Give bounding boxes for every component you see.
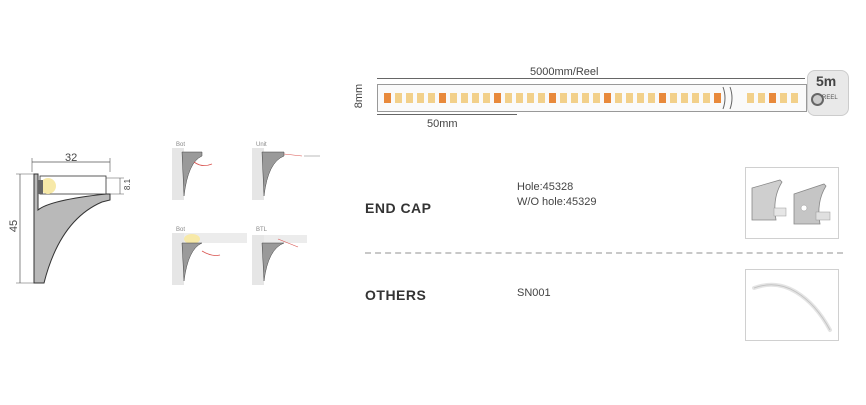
profile-height-label: 45 bbox=[8, 219, 21, 233]
led-chip bbox=[560, 93, 567, 103]
mount-view-2-label: Unit bbox=[256, 142, 267, 148]
led-chip bbox=[747, 93, 754, 103]
reel-badge-text: REEL bbox=[822, 95, 838, 101]
led-chip bbox=[604, 93, 611, 103]
reel-badge: 5m REEL bbox=[807, 70, 849, 116]
led-chip bbox=[494, 93, 501, 103]
mounting-views: Bot Unit Bot BTL bbox=[172, 140, 332, 290]
led-chip bbox=[637, 93, 644, 103]
led-chip bbox=[593, 93, 600, 103]
strip-break-mark bbox=[729, 86, 733, 110]
led-chip bbox=[428, 93, 435, 103]
end-cap-nohole-code: W/O hole:45329 bbox=[517, 196, 597, 208]
led-chip bbox=[571, 93, 578, 103]
led-chip bbox=[659, 93, 666, 103]
led-chip bbox=[472, 93, 479, 103]
end-cap-hole-code: Hole:45328 bbox=[517, 181, 574, 193]
mount-view-4-label: BTL bbox=[256, 227, 268, 233]
others-code: SN001 bbox=[517, 287, 551, 299]
led-chip bbox=[626, 93, 633, 103]
led-chip bbox=[505, 93, 512, 103]
others-title: OTHERS bbox=[365, 287, 427, 303]
end-cap-image bbox=[745, 167, 839, 239]
led-chip bbox=[527, 93, 534, 103]
mount-view-2: Unit bbox=[252, 140, 332, 200]
led-chip bbox=[615, 93, 622, 103]
led-chip bbox=[406, 93, 413, 103]
led-chip bbox=[703, 93, 710, 103]
others-image bbox=[745, 269, 839, 341]
end-cap-title: END CAP bbox=[365, 200, 432, 216]
led-chip bbox=[758, 93, 765, 103]
profile-width-label: 32 bbox=[65, 152, 78, 164]
led-chip bbox=[780, 93, 787, 103]
led-chip bbox=[549, 93, 556, 103]
mount-view-1-label: Bot bbox=[176, 142, 186, 148]
led-chip bbox=[450, 93, 457, 103]
led-strip-diagram: 5000mm/Reel 8mm 50mm 5m REEL bbox=[353, 62, 855, 132]
strip-break-mark bbox=[722, 86, 726, 110]
led-chip bbox=[395, 93, 402, 103]
led-chip bbox=[648, 93, 655, 103]
section-divider bbox=[365, 252, 843, 254]
mount-view-3-label: Bot bbox=[176, 227, 186, 233]
reel-badge-length: 5m bbox=[816, 73, 837, 89]
reel-icon bbox=[811, 93, 824, 106]
strip-segment-line bbox=[377, 114, 517, 115]
profile-small-label: 8.1 bbox=[123, 178, 133, 191]
led-strip bbox=[377, 84, 807, 112]
strip-segment-label: 50mm bbox=[427, 118, 458, 130]
led-chip bbox=[714, 93, 721, 103]
led-chip bbox=[681, 93, 688, 103]
profile-cross-section: 32 45 8.1 bbox=[8, 150, 140, 290]
mount-view-3: Bot bbox=[172, 225, 247, 285]
led-chip bbox=[483, 93, 490, 103]
led-chip bbox=[384, 93, 391, 103]
led-strip-chips bbox=[384, 86, 798, 110]
mount-view-4: BTL bbox=[252, 225, 332, 285]
mount-view-1: Bot bbox=[172, 140, 232, 200]
end-cap-codes: Hole:45328 W/O hole:45329 bbox=[517, 180, 597, 210]
led-chip bbox=[670, 93, 677, 103]
strip-length-line bbox=[377, 78, 805, 79]
led-chip bbox=[769, 93, 776, 103]
led-chip bbox=[461, 93, 468, 103]
led-chip bbox=[791, 93, 798, 103]
led-chip bbox=[417, 93, 424, 103]
led-chip bbox=[538, 93, 545, 103]
led-chip bbox=[516, 93, 523, 103]
led-chip bbox=[692, 93, 699, 103]
strip-length-label: 5000mm/Reel bbox=[530, 66, 599, 78]
strip-width-label: 8mm bbox=[353, 83, 366, 109]
led-chip bbox=[439, 93, 446, 103]
led-chip bbox=[582, 93, 589, 103]
profile-drawing bbox=[16, 158, 124, 284]
